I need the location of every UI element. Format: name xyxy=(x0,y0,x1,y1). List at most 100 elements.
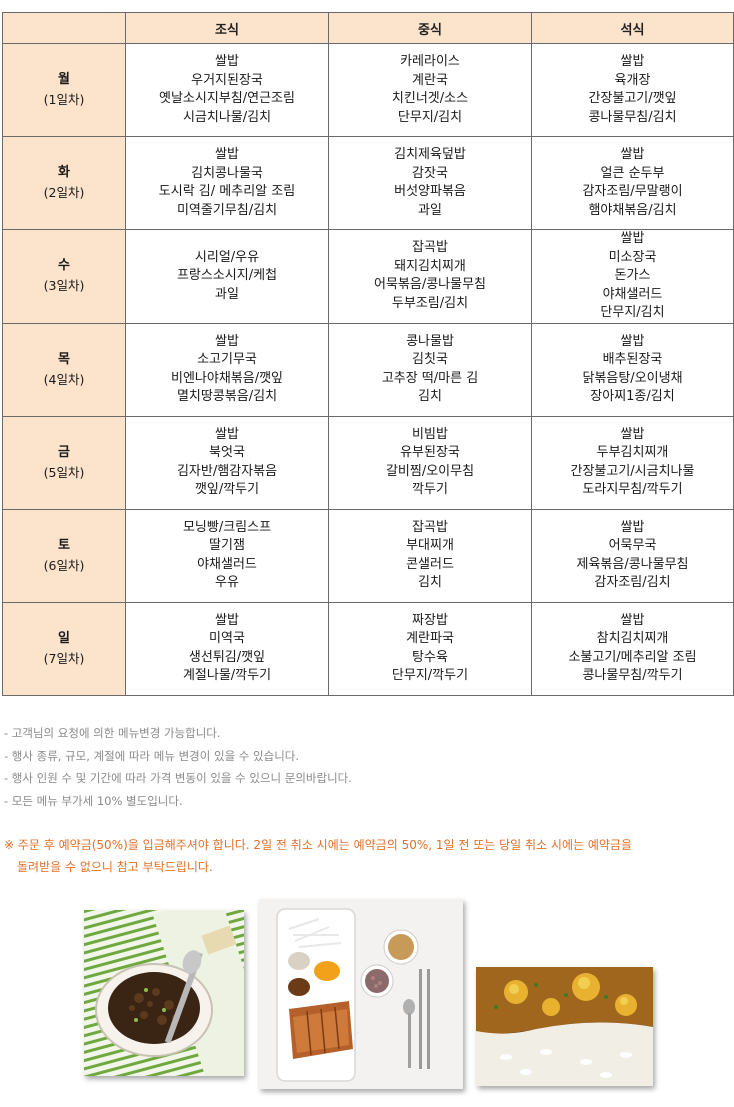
note-item: - 고객님의 요청에 의한 메뉴변경 가능합니다. xyxy=(4,726,221,740)
menu-item: 김치 xyxy=(418,389,442,404)
menu-item: 단무지/깍두기 xyxy=(391,668,469,683)
note-item: - 행사 인원 수 및 기간에 따라 가격 변동이 있을 수 있으니 문의바랍니… xyxy=(4,771,352,785)
menu-item: 부대찌개 xyxy=(406,538,454,553)
menu-item: 쌀밥 xyxy=(215,333,239,349)
menu-item: 돼지김치찌개 xyxy=(394,258,466,274)
day-cell: 월(1일차) xyxy=(2,43,126,137)
menu-item: 김자반/햄감자볶음 xyxy=(176,463,278,479)
pork-cutlet-tray-photo-image xyxy=(259,899,463,1089)
menu-item: 제육볶음/콩나물무침 xyxy=(576,556,689,572)
warning-line-1: ※ 주문 후 예약금(50%)을 입금해주셔야 합니다. 2일 전 취소 시에는… xyxy=(4,838,633,852)
menu-item: 갈비찜/오이무침 xyxy=(385,463,475,479)
day-name: 일 xyxy=(58,630,70,646)
menu-item: 멸치땅콩볶음/김치 xyxy=(176,389,278,404)
day-cell: 목(4일차) xyxy=(2,322,126,417)
menu-item: 콩나물무침/김치 xyxy=(588,109,677,125)
day-number: (4일차) xyxy=(43,371,85,387)
menu-item: 두부조림/김치 xyxy=(391,295,469,311)
day-number: (1일차) xyxy=(43,92,85,107)
menu-item: 쌀밥 xyxy=(620,54,645,69)
menu-item: 생선튀김/깻잎 xyxy=(188,649,266,665)
menu-item: 야채샐러드 xyxy=(197,556,257,572)
day-number: (7일차) xyxy=(43,650,85,666)
menu-item: 쌀밥 xyxy=(620,333,645,349)
deposit-warning: ※ 주문 후 예약금(50%)을 입금해주셔야 합니다. 2일 전 취소 시에는… xyxy=(4,834,732,878)
header-corner xyxy=(2,12,126,44)
menu-item: 잡곡밥 xyxy=(412,240,448,256)
menu-item: 닭볶음탕/오이냉채 xyxy=(582,370,683,386)
day-number: (2일차) xyxy=(43,185,85,200)
warning-line-2: 돌려받을 수 없으니 참고 부탁드립니다. xyxy=(17,860,213,874)
menu-item: 깍두기 xyxy=(412,482,448,497)
day-number: (3일차) xyxy=(43,278,85,294)
menu-item: 쌀밥 xyxy=(215,54,239,69)
day-number: (5일차) xyxy=(43,464,85,480)
menu-item: 북엇국 xyxy=(209,445,245,460)
menu-item: 간장불고기/시금치나물 xyxy=(570,463,695,479)
menu-item: 옛날소시지부침/연근조림 xyxy=(159,91,295,106)
menu-item: 과일 xyxy=(418,202,442,218)
menu-item: 야채샐러드 xyxy=(602,286,663,302)
menu-item: 쌀밥 xyxy=(620,426,645,442)
menu-item: 딸기잼 xyxy=(209,538,245,553)
day-name: 금 xyxy=(58,444,70,460)
menu-item: 감자조림/무말랭이 xyxy=(582,184,683,199)
menu-item: 도라지무침/깍두기 xyxy=(582,482,683,497)
menu-item: 시금치나물/김치 xyxy=(182,109,272,125)
menu-item: 단무지/김치 xyxy=(600,305,665,320)
menu-item: 짜장밥 xyxy=(412,612,448,628)
menu-item: 쌀밥 xyxy=(620,519,645,535)
menu-item: 깻잎/깍두기 xyxy=(194,482,260,497)
menu-item: 두부김치찌개 xyxy=(596,445,669,460)
menu-item: 육개장 xyxy=(614,72,651,88)
menu-item: 미역줄기무침/김치 xyxy=(176,202,278,218)
menu-item: 카레라이스 xyxy=(400,54,460,69)
menu-item: 얼큰 순두부 xyxy=(600,165,665,181)
day-cell: 수(3일차) xyxy=(2,229,126,324)
menu-item: 우거지된장국 xyxy=(191,72,263,88)
menu-item: 배추된장국 xyxy=(602,352,663,367)
menu-item: 치킨너겟/소스 xyxy=(391,91,469,106)
jajang-rice-photo-image xyxy=(84,910,244,1076)
curry-rice-photo-image xyxy=(476,967,653,1086)
menu-item: 소고기무국 xyxy=(197,352,257,367)
menu-item: 모닝빵/크림스프 xyxy=(182,519,272,535)
menu-item: 단무지/김치 xyxy=(397,109,463,125)
jajang-rice-photo xyxy=(84,910,244,1076)
menu-item: 비엔나야채볶음/깻잎 xyxy=(170,370,284,386)
header-lunch: 중식 xyxy=(328,12,532,44)
menu-item: 쌀밥 xyxy=(215,426,239,442)
menu-item: 미역국 xyxy=(209,631,245,646)
menu-item: 미소장국 xyxy=(608,249,657,265)
menu-item: 어묵무국 xyxy=(608,538,657,553)
menu-item: 쌀밥 xyxy=(620,147,645,162)
menu-item: 우유 xyxy=(215,575,239,590)
menu-item: 쌀밥 xyxy=(620,231,645,246)
menu-item: 과일 xyxy=(215,286,239,302)
menu-item: 김칫국 xyxy=(412,352,448,367)
